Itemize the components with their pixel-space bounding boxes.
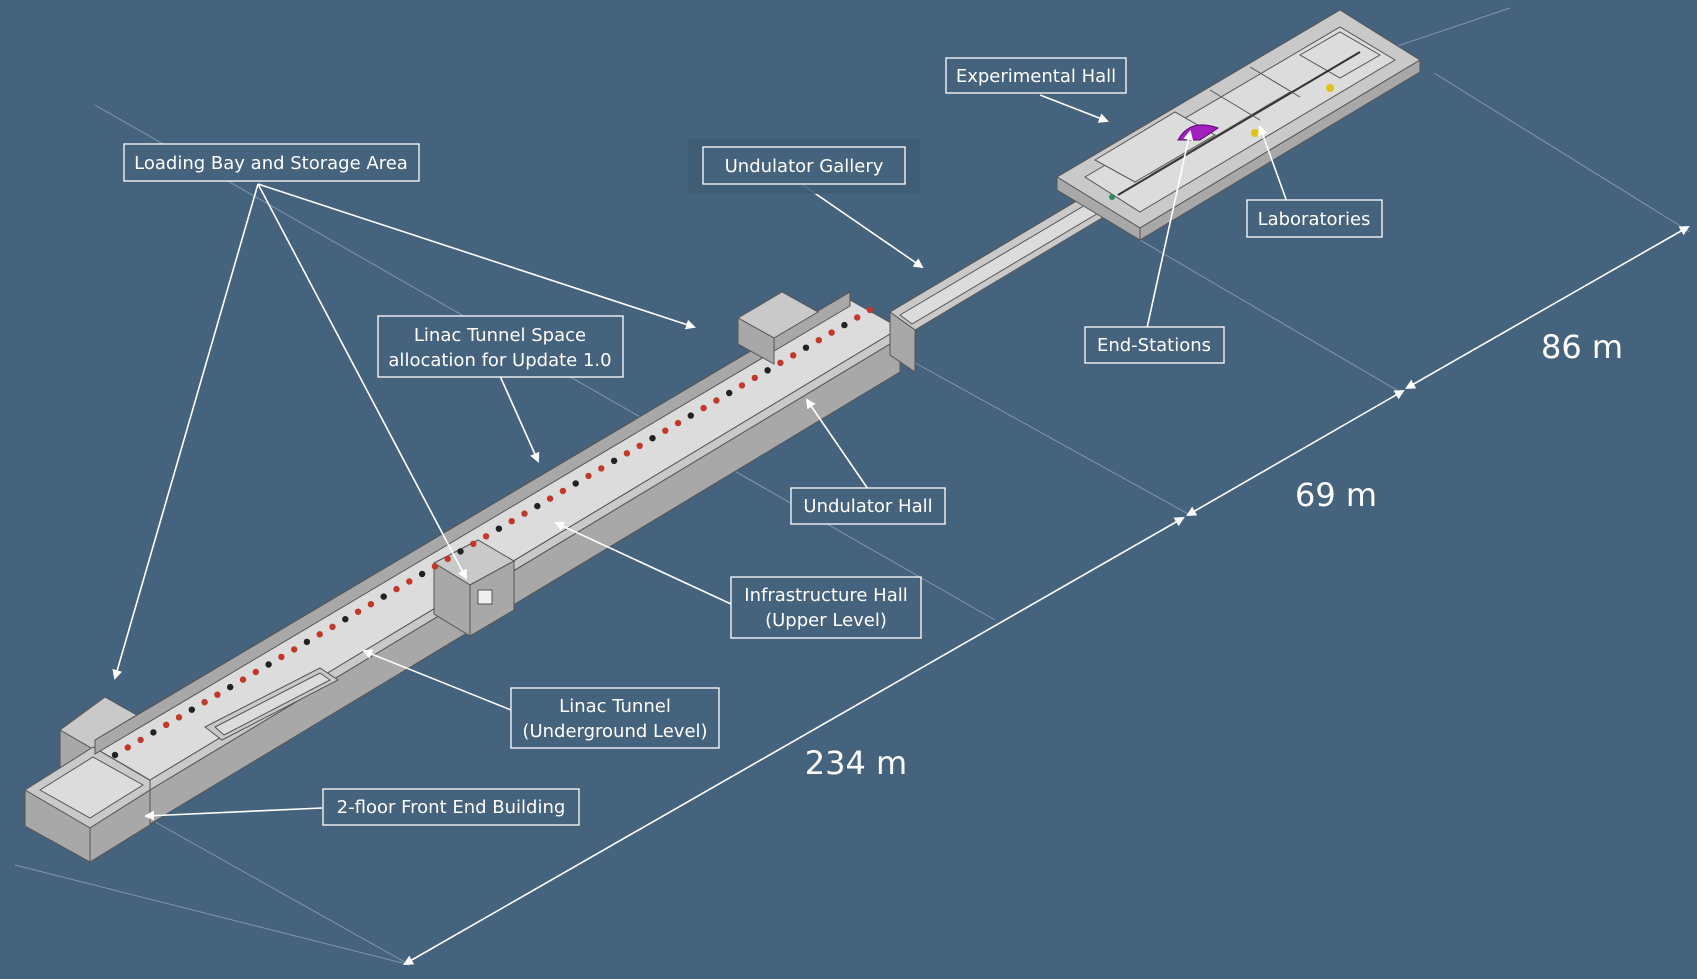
linac-equipment-item [252,668,259,676]
dimension-86m: 86 m [1541,328,1623,366]
label-end-stations: End-Stations [1084,326,1225,364]
dimension-lines [403,226,1690,965]
linac-equipment-item [854,314,861,321]
linac-equipment-item [470,540,477,547]
klystron-pit [204,667,339,741]
linac-equipment-item [137,736,144,744]
linac-equipment-item [329,623,336,630]
linac-equipment-item [598,465,605,472]
front-end-building [24,696,159,863]
linac-tunnel-label-line2: (Underground Level) [522,721,707,742]
label-infrastructure-hall: Infrastructure Hall (Upper Level) [730,576,922,639]
front-end-label: 2-floor Front End Building [337,797,566,818]
linac-equipment-item [662,427,669,434]
linac-equipment-item [777,359,784,366]
linac-equipment-item [534,502,541,510]
linac-equipment-item [815,337,822,344]
linac-equipment-item [649,435,656,442]
linac-equipment-item [764,367,771,374]
linac-equipment-item [738,382,746,389]
facility-building [24,9,1421,863]
experimental-hall-label: Experimental Hall [956,66,1116,87]
infrastructure-label-line1: Infrastructure Hall [744,585,907,606]
linac-equipment-item [674,419,682,427]
label-undulator-gallery: Undulator Gallery [688,138,920,194]
linac-equipment-item [418,570,426,578]
linac-equipment [111,306,874,759]
label-experimental-hall: Experimental Hall [945,57,1127,94]
linac-tunnel-label-line1: Linac Tunnel [559,696,671,717]
linac-equipment-item [700,404,707,412]
loading-bay-label: Loading Bay and Storage Area [134,153,408,174]
linac-equipment-item [636,442,643,449]
linac-equipment-item [342,616,349,623]
linac-equipment-item [278,653,285,661]
linac-equipment-item [150,729,157,736]
linac-equipment-item [713,397,720,404]
undulator-hall-label: Undulator Hall [803,496,932,517]
undulator-tunnel [889,195,1113,373]
undulator-gallery-label: Undulator Gallery [725,156,884,177]
linac-equipment-item [380,593,387,600]
linac-equipment-item [239,676,247,683]
linac-equipment-item [751,374,758,382]
linac-equipment-item [521,510,528,517]
laboratories-label: Laboratories [1258,209,1371,230]
end-stations-label: End-Stations [1097,335,1211,356]
linac-equipment-item [802,344,810,351]
linac-equipment-item [623,450,631,457]
linac-equipment-item [431,563,439,570]
linac-equipment-item [866,306,874,314]
linac-equipment-item [265,661,272,668]
linac-equipment-item [585,472,592,480]
linac-equipment-item [406,578,413,585]
label-linac-space: Linac Tunnel Space allocation for Update… [377,315,624,378]
linac-equipment-item [559,487,567,495]
linac-equipment-item [124,744,131,751]
linac-equipment-item [790,352,797,359]
linac-equipment-item [227,683,234,691]
infrastructure-label-line2: (Upper Level) [765,610,887,631]
label-undulator-hall: Undulator Hall [790,487,946,525]
linac-equipment-item [444,555,451,563]
linac-equipment-item [175,714,183,721]
linac-equipment-item [214,691,221,698]
label-front-end: 2-floor Front End Building [322,788,580,826]
linac-equipment-item [726,389,733,397]
dimension-69m: 69 m [1295,476,1377,514]
linac-equipment-item [354,608,362,615]
linac-equipment-item [482,533,490,540]
linac-equipment-item [572,480,579,487]
linac-equipment-item [687,412,694,419]
linac-equipment-item [393,585,400,593]
dimension-234m: 234 m [805,744,907,782]
linac-equipment-item [610,457,618,464]
label-linac-tunnel: Linac Tunnel (Underground Level) [510,687,720,749]
linac-space-label-line2: allocation for Update 1.0 [388,350,611,371]
linac-space-label-line1: Linac Tunnel Space [414,325,586,346]
linac-equipment-item [291,646,298,653]
label-laboratories: Laboratories [1246,199,1383,238]
linac-equipment-item [316,631,323,638]
experimental-hall-building [1056,9,1421,241]
label-loading-bay: Loading Bay and Storage Area [123,143,420,182]
linac-equipment-item [163,721,170,728]
linac-equipment-item [495,525,503,532]
linac-equipment-item [841,321,848,329]
linac-equipment-item [546,495,554,502]
linac-equipment-item [111,751,119,759]
linac-equipment-item [367,601,375,608]
linac-equipment-item [303,638,311,646]
linac-equipment-item [828,329,835,336]
linac-equipment-item [188,706,195,713]
linac-equipment-item [508,518,515,525]
linac-equipment-item [457,548,464,555]
linac-equipment-item [201,699,208,706]
